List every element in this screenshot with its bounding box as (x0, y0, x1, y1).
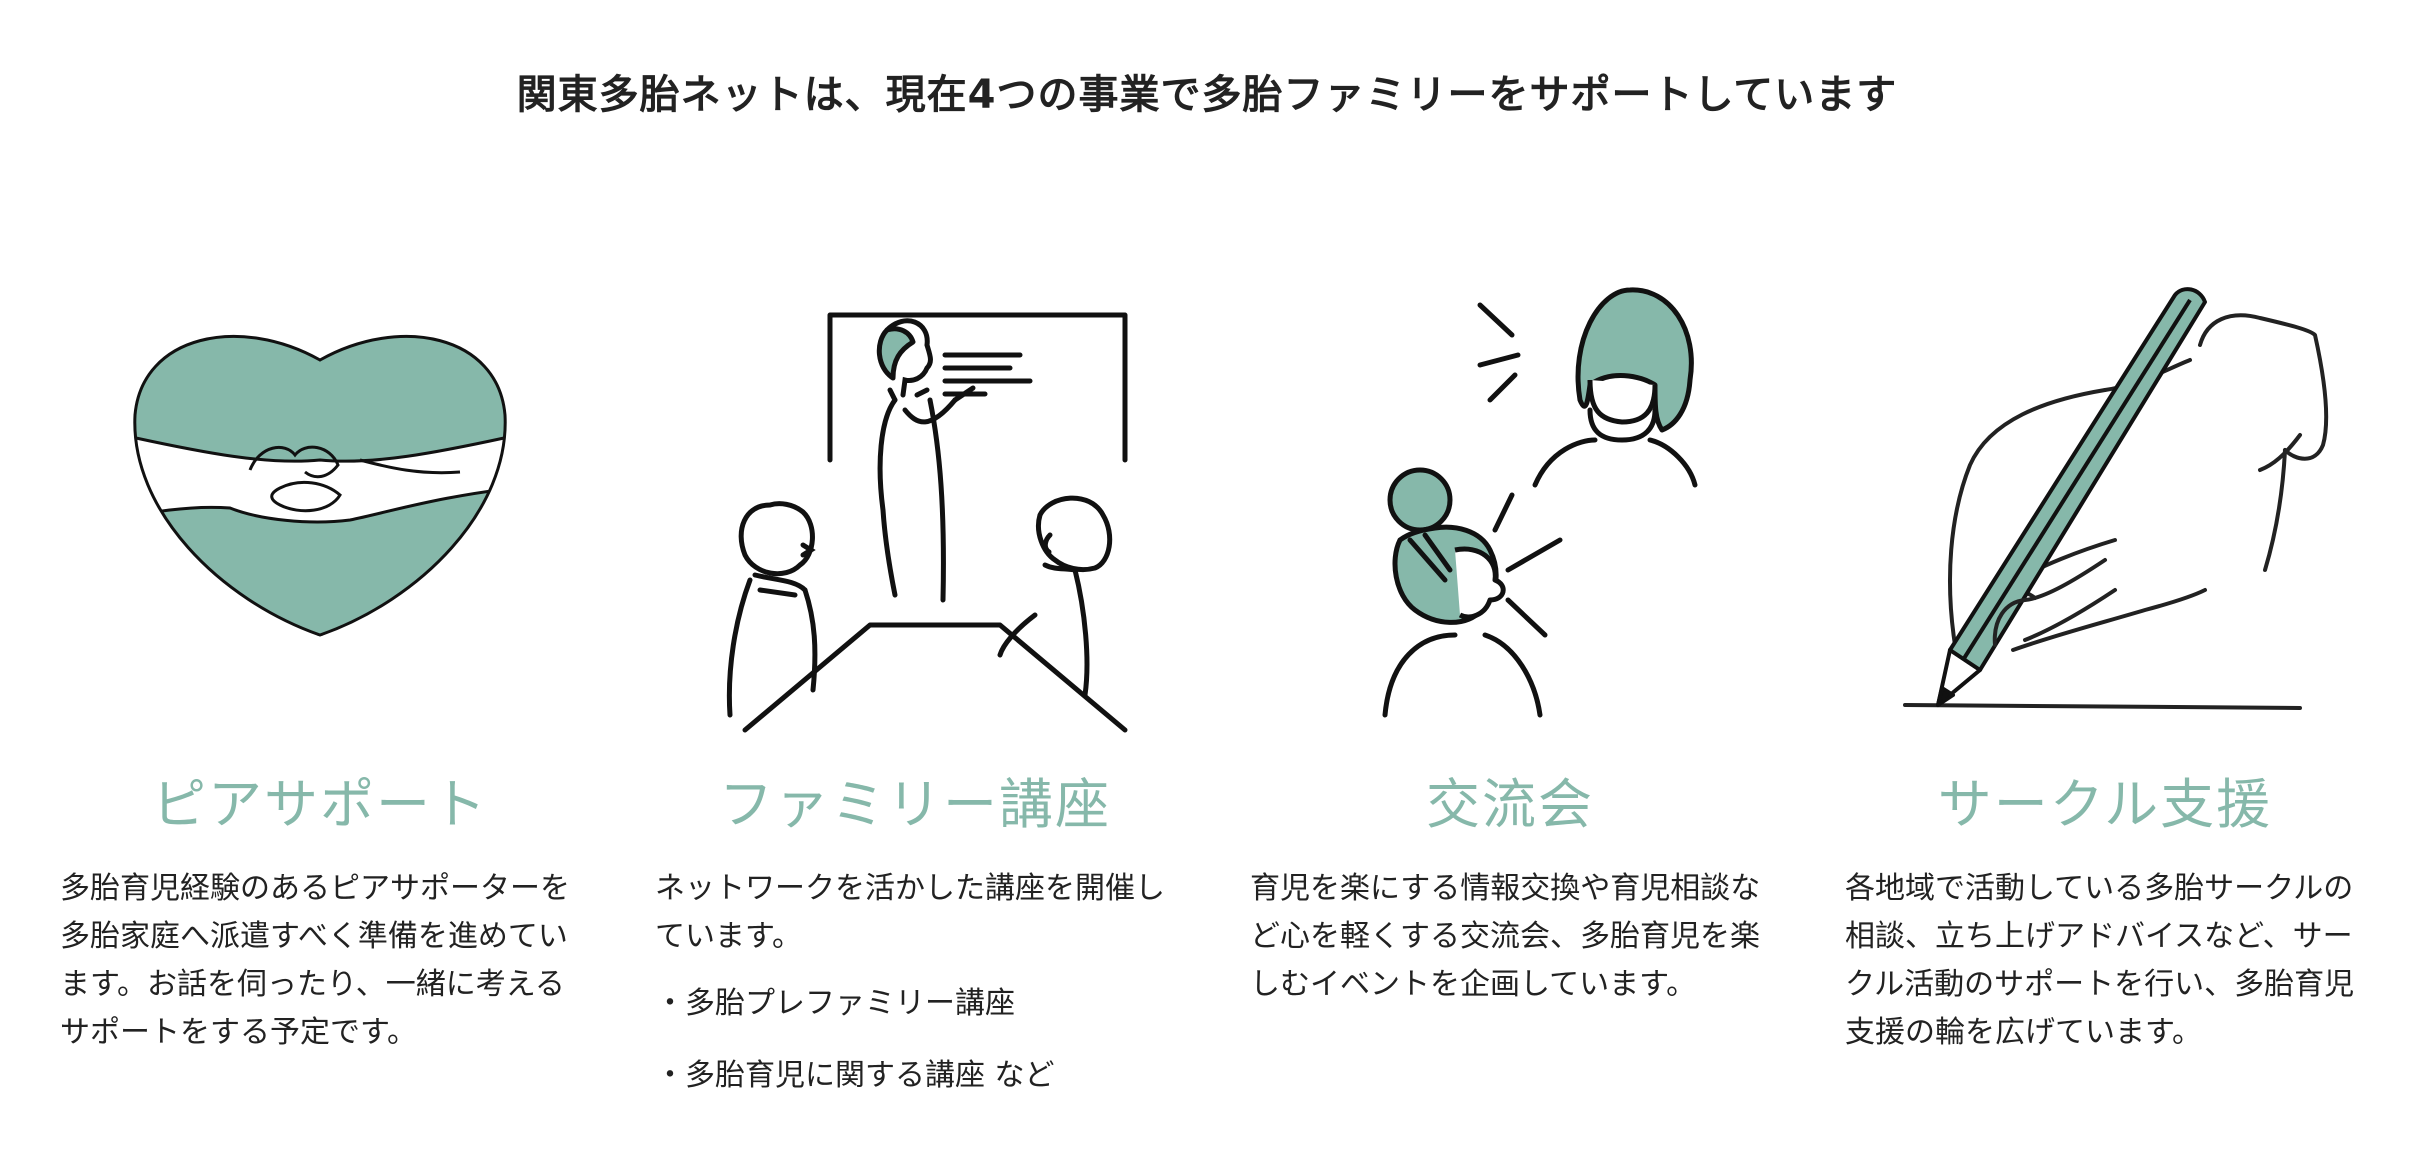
list-item: ・多胎プレファミリー講座 (655, 986, 1015, 1021)
service-title: ピアサポート (152, 773, 488, 836)
service-title: ファミリー講座 (719, 773, 1111, 836)
service-description: 多胎育児経験のあるピアサポーターを多胎家庭へ派遣すべく準備を進めています。お話を… (60, 871, 570, 1050)
service-description: ネットワークを活かした講座を開催しています。 (655, 871, 1165, 954)
service-exchange-meeting: 交流会 育児を楽にする情報交換や育児相談など心を軽くする交流会、多胎育児を楽しむ… (1250, 250, 1770, 1002)
service-description: 各地域で活動している多胎サークルの相談、立ち上げアドバイスなど、サークル活動のサ… (1845, 871, 2355, 1050)
service-circle-support: サークル支援 各地域で活動している多胎サークルの相談、立ち上げアドバイスなど、サ… (1845, 250, 2365, 1050)
list-item: ・多胎育児に関する講座 など (655, 1058, 1055, 1093)
service-description: 育児を楽にする情報交換や育児相談など心を軽くする交流会、多胎育児を楽しむイベント… (1250, 871, 1761, 1002)
service-peer-support: ピアサポート 多胎育児経験のあるピアサポーターを多胎家庭へ派遣すべく準備を進めて… (60, 250, 580, 1050)
seminar-list: ・多胎プレファミリー講座 ・多胎育児に関する講座 など (655, 980, 1175, 1124)
conversation-icon (1382, 287, 1698, 718)
service-family-seminar: ファミリー講座 ネットワークを活かした講座を開催しています。 ・多胎プレファミリ… (655, 250, 1175, 1093)
page-heading: 関東多胎ネットは、現在4つの事業で多胎ファミリーをサポートしています (516, 71, 1898, 118)
service-title: サークル支援 (1937, 773, 2273, 836)
hand-pencil-icon (1903, 287, 2329, 710)
seminar-icon (726, 312, 1128, 733)
service-title: 交流会 (1426, 773, 1594, 836)
heart-hands-icon (133, 334, 507, 637)
